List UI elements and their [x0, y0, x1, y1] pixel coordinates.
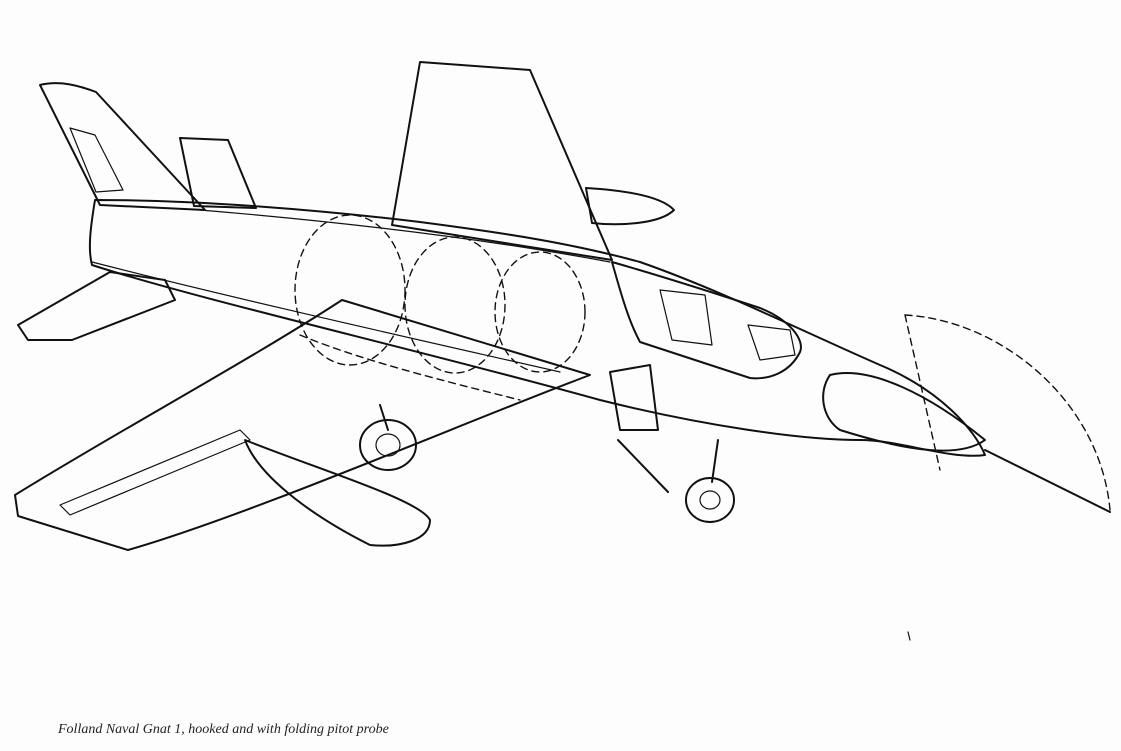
main-wheel: [359, 419, 417, 471]
tailplane-far: [179, 137, 257, 209]
wing-near: [14, 299, 591, 551]
intake-duct: [299, 334, 521, 401]
stray-mark: [907, 631, 911, 641]
air-intake: [609, 364, 659, 431]
wing-far: [391, 61, 613, 261]
nose-gear-strut: [711, 439, 719, 483]
fuselage-lower-line: [91, 261, 561, 373]
fuselage-spine: [199, 209, 611, 263]
wing-far-tank: [585, 187, 675, 226]
instrument-panel: [747, 324, 796, 361]
figure-caption: Folland Naval Gnat 1, hooked and with fo…: [58, 722, 389, 737]
nose-cone: [822, 372, 986, 452]
nose-wheel-hub: [699, 490, 721, 510]
main-wheel-hub: [375, 433, 401, 457]
tailplane-near: [17, 271, 176, 341]
nose-wheel: [685, 477, 735, 523]
vertical-fin: [39, 82, 206, 211]
aileron-near: [59, 429, 251, 516]
pitot-folded-position: [904, 314, 941, 471]
main-gear-strut: [379, 404, 389, 431]
fuselage: [88, 199, 986, 457]
arrester-hook: [617, 439, 669, 493]
wing-near-tank: [244, 439, 431, 547]
canopy: [611, 261, 802, 380]
pitot-fold-arc: [904, 314, 1111, 511]
engine-frame-1: [294, 214, 406, 366]
engine-frame-2: [404, 236, 506, 374]
seat: [659, 289, 713, 346]
pitot-probe: [984, 449, 1111, 513]
engine-frame-3: [494, 251, 586, 373]
rudder: [69, 127, 124, 193]
